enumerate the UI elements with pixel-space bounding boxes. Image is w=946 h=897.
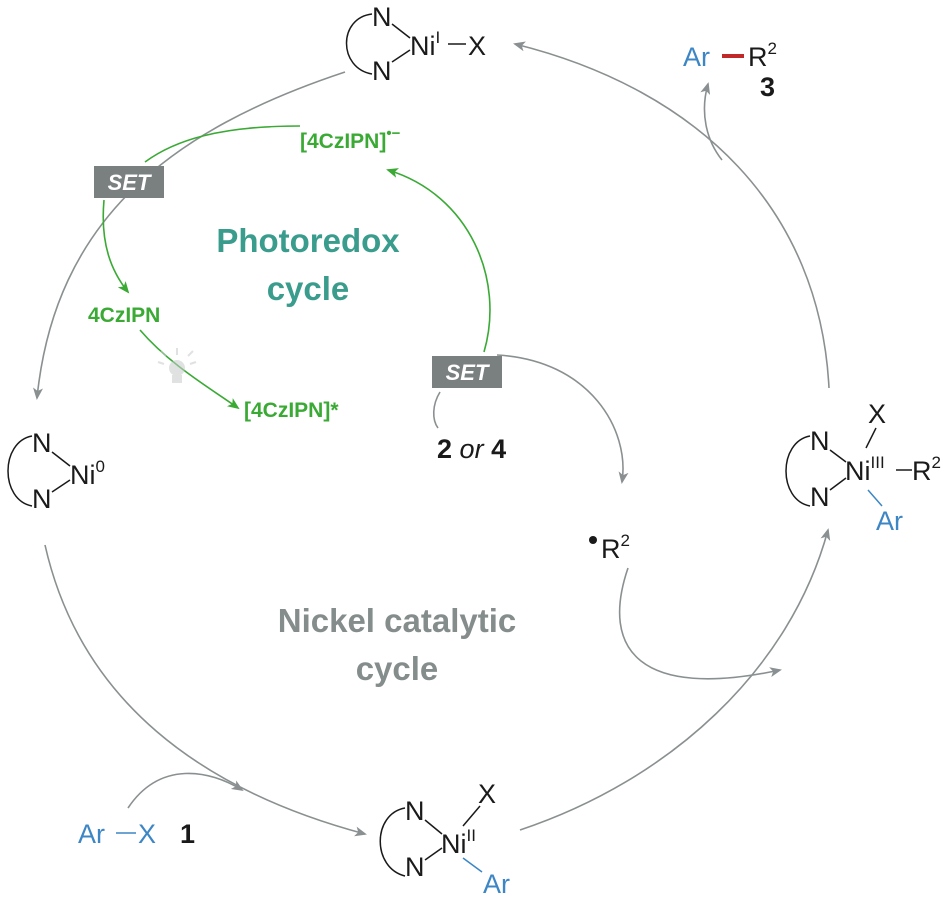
ni-i-complex: N N NiI X	[345, 2, 486, 86]
arrow-set-to-reduced	[386, 168, 491, 353]
svg-text:3: 3	[760, 72, 775, 102]
ni-0-complex: N N Ni0	[7, 428, 105, 514]
arrow-product-release	[700, 82, 723, 161]
svg-text:X: X	[868, 399, 886, 429]
alkyl-radical: R2	[589, 531, 630, 564]
arrow-niII-to-niIII	[519, 528, 831, 831]
svg-text:R2: R2	[601, 531, 630, 564]
lightbulb-icon	[157, 348, 197, 383]
arrow-niIII-to-niI	[513, 41, 830, 389]
set-box-left: SET	[94, 166, 164, 198]
svg-text:X: X	[138, 819, 156, 849]
svg-text:N: N	[32, 428, 52, 458]
svg-text:SET: SET	[108, 170, 152, 195]
svg-text:N: N	[32, 484, 52, 514]
svg-text:NiIII: NiIII	[845, 453, 885, 486]
arrow-reagent-in	[432, 391, 441, 429]
ni-ii-complex: N N NiII X Ar	[379, 779, 510, 897]
svg-text:Ni0: Ni0	[70, 457, 105, 490]
svg-text:N: N	[405, 796, 425, 826]
arrow-reduced-to-set	[144, 125, 301, 163]
svg-text:NiII: NiII	[441, 826, 476, 859]
svg-text:N: N	[372, 56, 392, 86]
svg-text:N: N	[810, 426, 830, 456]
svg-text:1: 1	[180, 819, 195, 849]
photocatalyst-excited: [4CzIPN]*	[244, 399, 339, 422]
reagent-label: 2 or 4	[437, 434, 506, 464]
svg-text:Ar: Ar	[876, 506, 903, 536]
svg-text:N: N	[405, 852, 425, 882]
svg-text:N: N	[810, 482, 830, 512]
svg-text:Ar: Ar	[683, 42, 710, 72]
svg-text:R2: R2	[748, 39, 777, 72]
svg-text:NiI: NiI	[410, 28, 440, 61]
set-box-right: SET	[432, 356, 502, 388]
ni-iii-complex: N N NiIII X R2 Ar	[785, 399, 941, 536]
product-ar-r2: Ar R2 3	[683, 39, 777, 102]
arrow-excitation	[139, 329, 240, 410]
svg-text:Ar: Ar	[483, 869, 510, 897]
arrow-arx-addition	[127, 772, 244, 809]
arrow-ni0-to-niII	[44, 544, 367, 837]
nickel-title-line2: cycle	[356, 650, 439, 687]
svg-text:R2: R2	[912, 453, 941, 486]
svg-text:N: N	[372, 2, 392, 32]
photoredox-title-line2: cycle	[267, 270, 350, 307]
svg-text:SET: SET	[446, 360, 490, 385]
svg-text:[4CzIPN]•−: [4CzIPN]•−	[300, 125, 401, 153]
aryl-halide: Ar X 1	[78, 819, 195, 849]
arrow-radical-capture	[618, 567, 782, 680]
photocatalyst-ground: 4CzIPN	[88, 304, 160, 327]
nickel-title-line1: Nickel catalytic	[278, 602, 516, 639]
svg-text:X: X	[478, 779, 496, 809]
reduced-photocatalyst: [4CzIPN]•−	[300, 125, 401, 153]
photoredox-title-line1: Photoredox	[216, 222, 400, 259]
svg-text:Ar: Ar	[78, 819, 105, 849]
svg-text:X: X	[468, 31, 486, 61]
arrow-set-to-radical	[496, 354, 629, 484]
arrow-set-to-4czipn	[102, 199, 130, 294]
